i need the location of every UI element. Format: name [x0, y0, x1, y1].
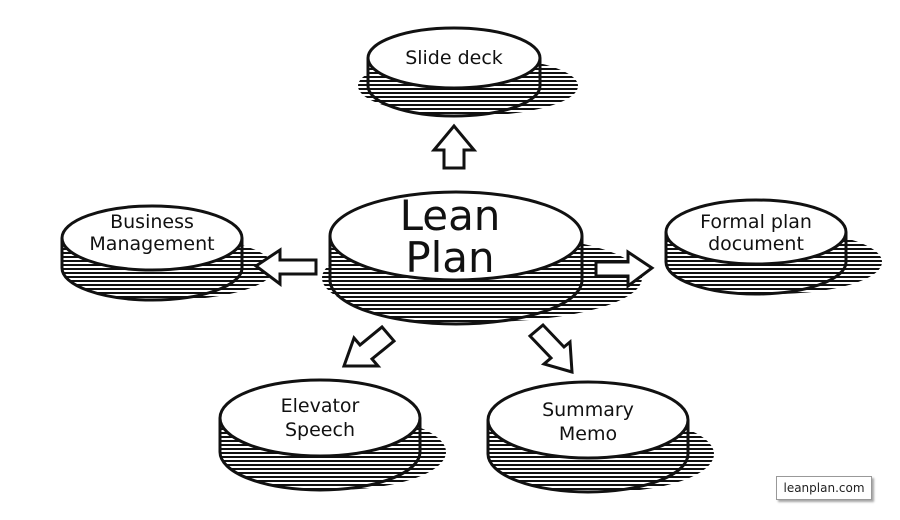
arrow-right-icon [594, 249, 655, 289]
center-title-line2: Plan [405, 233, 494, 282]
summary-memo-label-1: Summary [542, 399, 634, 421]
formal-plan-label-1: Formal plan [700, 211, 812, 233]
node-business-management: Business Management [60, 204, 274, 302]
elevator-speech-label-2: Speech [285, 419, 355, 441]
business-management-label-1: Business [110, 211, 194, 233]
node-formal-plan-document: Formal plan document [664, 198, 882, 296]
summary-memo-label-2: Memo [559, 423, 617, 445]
formal-plan-label-2: document [708, 233, 804, 255]
elevator-speech-label-1: Elevator [281, 395, 360, 417]
arrow-up-icon [430, 123, 478, 170]
node-elevator-speech: Elevator Speech [218, 378, 446, 492]
arrow-down-left-icon [341, 324, 397, 368]
slide-deck-label: Slide deck [405, 47, 503, 69]
node-slide-deck: Slide deck [358, 26, 578, 118]
arrow-down-right-icon [527, 322, 574, 375]
arrow-left-icon [253, 247, 318, 287]
business-management-label-2: Management [89, 233, 214, 255]
center-title-line1: Lean [400, 191, 501, 240]
node-lean-plan: Lean Plan [322, 190, 642, 326]
node-summary-memo: Summary Memo [486, 380, 714, 494]
brand-badge: leanplan.com [776, 476, 872, 500]
